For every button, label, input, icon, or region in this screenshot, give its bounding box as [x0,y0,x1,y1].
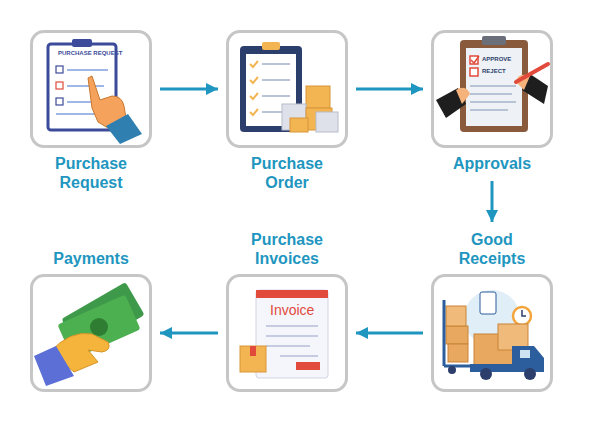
flow-arrow [356,332,423,335]
invoice-heading: Invoice [270,303,314,317]
step-label: Approvals [442,154,542,173]
form-text: REJECT [482,68,506,74]
flow-arrow [356,88,423,91]
step-frame [30,30,152,148]
step-label: Good Receipts [442,230,542,268]
money-hand-icon [34,282,145,386]
step-label: Purchase Order [237,154,337,192]
invoice-sheet-icon [240,290,328,378]
process-step: Payments [10,249,172,392]
step-label: Purchase Invoices [237,230,337,268]
delivery-truck-icon [444,290,544,380]
step-frame [226,274,348,392]
order-clipboard-icon [240,42,338,132]
form-text: PURCHASE REQUEST [58,50,122,56]
flow-arrow [160,332,218,335]
step-frame [431,30,553,148]
step-label: Purchase Request [41,154,141,192]
form-text: APPROVE [482,56,511,62]
approval-clipboard-icon [436,36,548,132]
flow-arrow [160,88,218,91]
step-frame [30,274,152,392]
process-step: Good Receipts [411,230,573,392]
step-frame [226,30,348,148]
flow-arrow [491,181,494,222]
step-frame [431,274,553,392]
step-label: Payments [41,249,141,268]
process-step: Purchase Order [206,30,368,192]
request-clipboard-icon [48,39,142,144]
process-step: Approvals [411,30,573,173]
